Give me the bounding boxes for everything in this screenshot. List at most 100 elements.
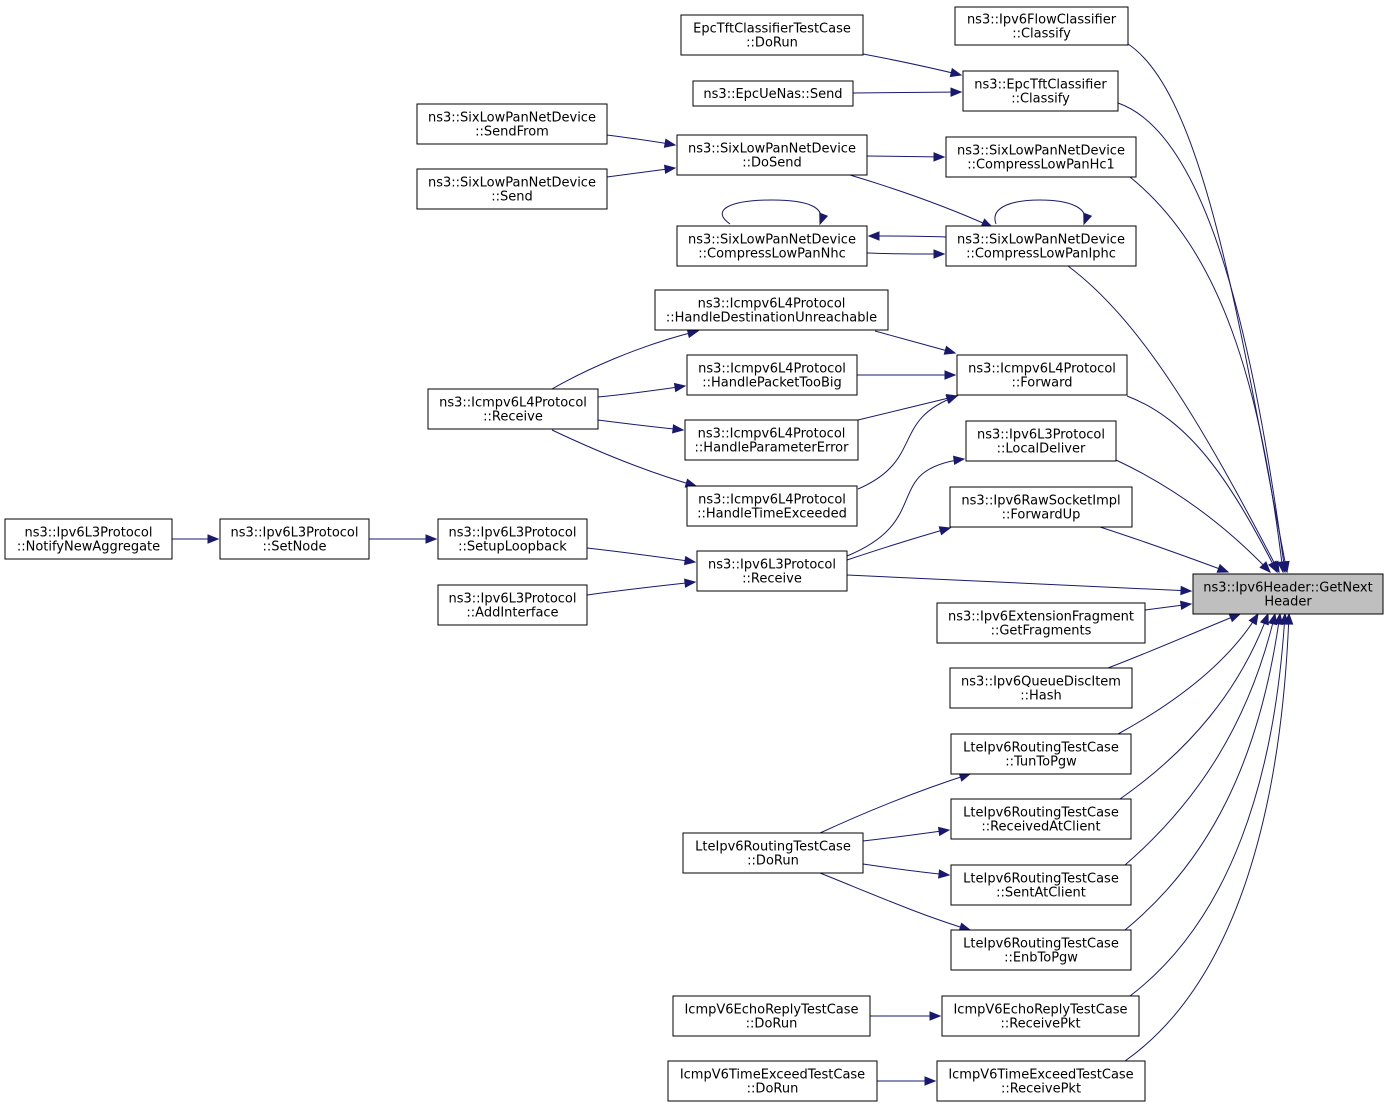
node-label-icmpparam-line2: ::HandleParameterError bbox=[695, 441, 850, 456]
node-icmprecv[interactable]: ns3::Icmpv6L4Protocol::Receive bbox=[427, 388, 599, 430]
node-label-ltesent-line1: LteIpv6RoutingTestCase bbox=[963, 872, 1119, 887]
node-epctfttc[interactable]: EpcTftClassifierTestCase::DoRun bbox=[680, 14, 864, 56]
arrowhead-ltetun-to-getnext bbox=[1248, 612, 1259, 626]
arrowhead-ipv6recv-to-ipv6local bbox=[952, 455, 966, 466]
node-label-icmptoobig-line1: ns3::Icmpv6L4Protocol bbox=[698, 362, 846, 377]
edge-echorecv-to-getnext bbox=[1129, 613, 1286, 997]
node-icmptime[interactable]: ns3::Icmpv6L4Protocol::HandleTimeExceede… bbox=[686, 485, 858, 527]
node-ltetun[interactable]: LteIpv6RoutingTestCase::TunToPgw bbox=[950, 733, 1132, 775]
node-addiface[interactable]: ns3::Ipv6L3Protocol::AddInterface bbox=[437, 584, 588, 626]
node-box-echodorun bbox=[672, 995, 871, 1037]
edge-timerecv-to-getnext bbox=[1124, 613, 1290, 1062]
node-ltesent[interactable]: LteIpv6RoutingTestCase::SentAtClient bbox=[950, 864, 1132, 906]
node-timerecv[interactable]: IcmpV6TimeExceedTestCase::ReceivePkt bbox=[936, 1060, 1146, 1102]
node-icmptoobig[interactable]: ns3::Icmpv6L4Protocol::HandlePacketTooBi… bbox=[686, 354, 858, 396]
edge-addiface-to-ipv6recv bbox=[586, 581, 696, 596]
node-sixsendfrom[interactable]: ns3::SixLowPanNetDevice::SendFrom bbox=[416, 103, 608, 145]
node-sixsend[interactable]: ns3::SixLowPanNetDevice::Send bbox=[416, 168, 608, 210]
node-label-epctftcls-line1: ns3::EpcTftClassifier bbox=[974, 78, 1107, 93]
edge-sixdosend-to-sixhc1 bbox=[866, 155, 945, 158]
arrowhead-ltedorun-to-ltesent bbox=[938, 869, 951, 879]
edge-epcuenas-to-epctftcls bbox=[852, 91, 962, 94]
arrowhead-ltesent-to-getnext bbox=[1267, 612, 1278, 626]
node-sixdosend[interactable]: ns3::SixLowPanNetDevice::DoSend bbox=[676, 134, 868, 176]
node-box-flowcls bbox=[954, 6, 1129, 46]
node-epctftcls[interactable]: ns3::EpcTftClassifier::Classify bbox=[962, 70, 1119, 112]
node-box-setnode bbox=[219, 518, 370, 560]
node-label-echodorun-line2: ::DoRun bbox=[746, 1017, 798, 1032]
arrowhead-sixhc1-to-getnext bbox=[1277, 561, 1287, 574]
node-box-timedorun bbox=[667, 1060, 878, 1102]
edge-icmpparam-to-icmpfwd bbox=[857, 395, 958, 421]
edge-icmprecv-to-icmpdest bbox=[551, 330, 699, 390]
node-ipv6local[interactable]: ns3::Ipv6L3Protocol::LocalDeliver bbox=[965, 420, 1117, 462]
node-sixhc1[interactable]: ns3::SixLowPanNetDevice::CompressLowPanH… bbox=[945, 136, 1137, 178]
arrowhead-icmprecv-to-icmpparam bbox=[672, 424, 685, 434]
node-label-sixsendfrom-line1: ns3::SixLowPanNetDevice bbox=[428, 111, 596, 126]
arrowhead-rawfwd-to-getnext bbox=[1216, 563, 1230, 573]
node-label-sixnhc-line1: ns3::SixLowPanNetDevice bbox=[688, 233, 856, 248]
node-epcuenas[interactable]: ns3::EpcUeNas::Send bbox=[692, 80, 854, 107]
node-label-timerecv-line1: IcmpV6TimeExceedTestCase bbox=[948, 1068, 1133, 1083]
node-timedorun[interactable]: IcmpV6TimeExceedTestCase::DoRun bbox=[667, 1060, 878, 1102]
node-label-icmprecv-line2: ::Receive bbox=[483, 410, 543, 425]
node-box-sixiphc bbox=[945, 225, 1137, 267]
node-label-lteenb-line1: LteIpv6RoutingTestCase bbox=[963, 937, 1119, 952]
arrowhead-sixiphc-to-sixiphc bbox=[1083, 212, 1093, 226]
arrowhead-ipv6local-to-getnext bbox=[1259, 561, 1271, 573]
node-label-setuploop-line1: ns3::Ipv6L3Protocol bbox=[449, 526, 577, 541]
node-lteenb[interactable]: LteIpv6RoutingTestCase::EnbToPgw bbox=[950, 929, 1132, 971]
node-box-extfrag bbox=[936, 602, 1146, 644]
node-box-lteenb bbox=[950, 929, 1132, 971]
node-box-ltesent bbox=[950, 864, 1132, 906]
node-label-icmptime-line2: ::HandleTimeExceeded bbox=[697, 507, 847, 522]
node-box-timerecv bbox=[936, 1060, 1146, 1102]
node-label-ltetun-line1: LteIpv6RoutingTestCase bbox=[963, 741, 1119, 756]
node-label-setnode-line1: ns3::Ipv6L3Protocol bbox=[231, 526, 359, 541]
arrowhead-echodorun-to-echorecv bbox=[929, 1011, 942, 1021]
node-ipv6recv[interactable]: ns3::Ipv6L3Protocol::Receive bbox=[696, 550, 848, 592]
node-icmpparam[interactable]: ns3::Icmpv6L4Protocol::HandleParameterEr… bbox=[684, 419, 859, 461]
node-lterecv[interactable]: LteIpv6RoutingTestCase::ReceivedAtClient bbox=[950, 798, 1132, 840]
edge-icmprecv-to-icmptime bbox=[551, 429, 697, 487]
node-label-qdhash-line1: ns3::Ipv6QueueDiscItem bbox=[961, 675, 1121, 690]
node-box-ltetun bbox=[950, 733, 1132, 775]
edge-rawfwd-to-getnext bbox=[1099, 526, 1229, 573]
edge-ltedorun-to-lterecv bbox=[862, 829, 950, 842]
node-ltedorun[interactable]: LteIpv6RoutingTestCase::DoRun bbox=[682, 832, 864, 874]
edge-ltedorun-to-ltetun bbox=[819, 773, 971, 834]
node-flowcls[interactable]: ns3::Ipv6FlowClassifier::Classify bbox=[954, 6, 1129, 46]
edge-sixhc1-to-getnext bbox=[1129, 176, 1284, 573]
node-sixiphc[interactable]: ns3::SixLowPanNetDevice::CompressLowPanI… bbox=[945, 225, 1137, 267]
node-label-setnode-line2: ::SetNode bbox=[262, 540, 326, 555]
node-qdhash[interactable]: ns3::Ipv6QueueDiscItem::Hash bbox=[949, 667, 1133, 709]
node-label-icmpdest-line2: ::HandleDestinationUnreachable bbox=[666, 311, 877, 326]
node-box-icmpparam bbox=[684, 419, 859, 461]
node-label-icmptime-line1: ns3::Icmpv6L4Protocol bbox=[698, 493, 846, 508]
node-box-icmpdest bbox=[654, 289, 889, 331]
node-box-ipv6recv bbox=[696, 550, 848, 592]
node-box-sixnhc bbox=[676, 225, 868, 267]
node-sixnhc[interactable]: ns3::SixLowPanNetDevice::CompressLowPanN… bbox=[676, 225, 868, 267]
node-label-epctfttc-line2: ::DoRun bbox=[746, 36, 798, 51]
edge-ipv6recv-to-ipv6local bbox=[846, 458, 965, 557]
node-echorecv[interactable]: IcmpV6EchoReplyTestCase::ReceivePkt bbox=[941, 995, 1140, 1037]
node-rawfwd[interactable]: ns3::Ipv6RawSocketImpl::ForwardUp bbox=[949, 486, 1133, 528]
node-setuploop[interactable]: ns3::Ipv6L3Protocol::SetupLoopback bbox=[437, 518, 588, 560]
node-extfrag[interactable]: ns3::Ipv6ExtensionFragment::GetFragments bbox=[936, 602, 1146, 644]
arrowhead-icmpdest-to-icmpfwd bbox=[943, 345, 957, 355]
node-icmpdest[interactable]: ns3::Icmpv6L4Protocol::HandleDestination… bbox=[654, 289, 889, 331]
arrowhead-lteenb-to-getnext bbox=[1273, 612, 1284, 626]
node-box-icmprecv bbox=[427, 388, 599, 430]
arrowhead-lterecv-to-getnext bbox=[1259, 612, 1269, 626]
node-label-lterecv-line2: ::ReceivedAtClient bbox=[981, 820, 1100, 835]
node-box-rawfwd bbox=[949, 486, 1133, 528]
node-setnode[interactable]: ns3::Ipv6L3Protocol::SetNode bbox=[219, 518, 370, 560]
node-echodorun[interactable]: IcmpV6EchoReplyTestCase::DoRun bbox=[672, 995, 871, 1037]
node-notify[interactable]: ns3::Ipv6L3Protocol::NotifyNewAggregate bbox=[4, 518, 173, 560]
node-icmpfwd[interactable]: ns3::Icmpv6L4Protocol::Forward bbox=[956, 354, 1128, 396]
